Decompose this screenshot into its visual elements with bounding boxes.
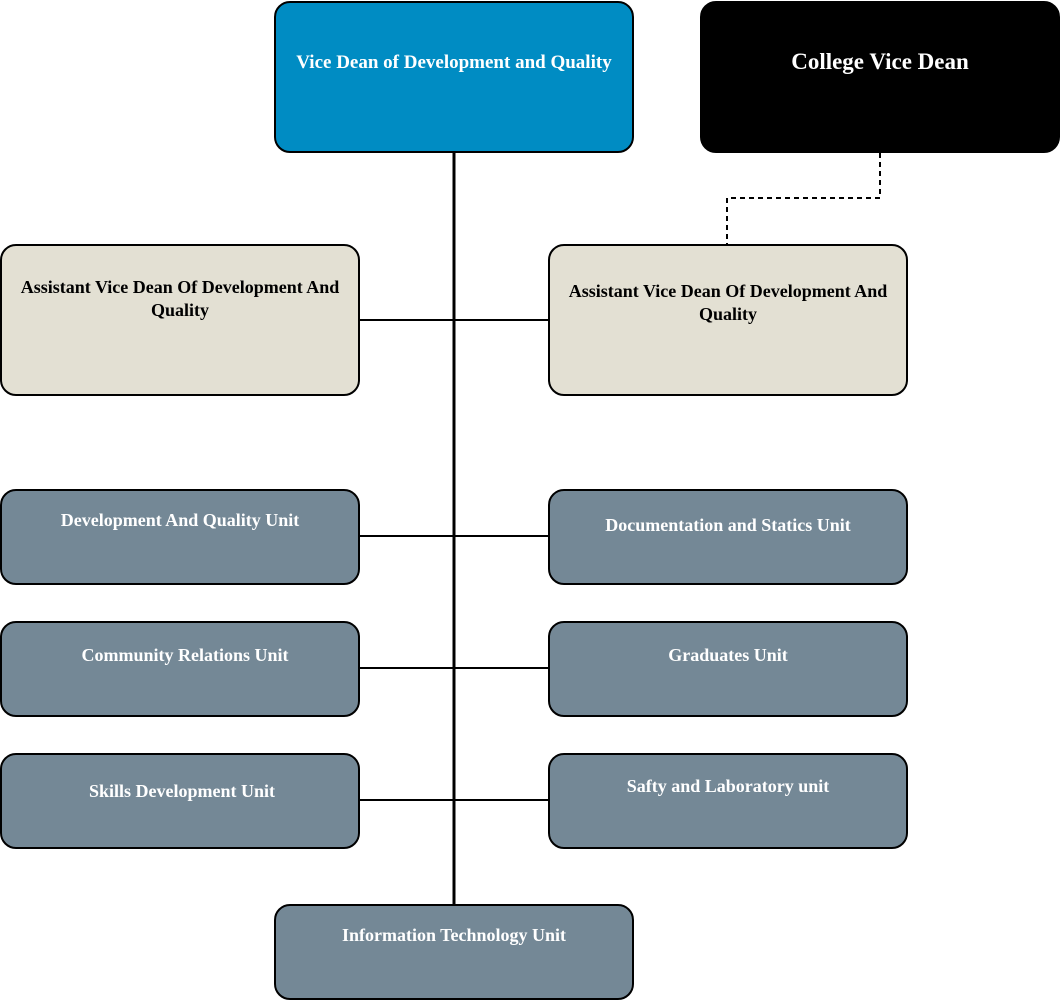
assistant-vice-dean-title: Assistant Vice Dean Of Development And Q…: [20, 277, 340, 321]
dotted-reporting-connector: [726, 153, 881, 244]
skills-development-unit-box: Skills Development Unit: [0, 753, 360, 849]
unit-title: Documentation and Statics Unit: [605, 515, 851, 535]
unit-title: Skills Development Unit: [88, 781, 275, 801]
unit-title: Community Relations Unit: [81, 645, 289, 665]
information-technology-unit-box: Information Technology Unit: [274, 904, 634, 1000]
community-relations-unit-box: Community Relations Unit: [0, 621, 360, 717]
documentation-statics-unit-box: Documentation and Statics Unit: [548, 489, 908, 585]
unit-title: Development And Quality Unit: [60, 510, 300, 530]
college-vice-dean-box: College Vice Dean: [700, 1, 1060, 153]
unit-title: Information Technology Unit: [341, 925, 567, 945]
college-vice-dean-title: College Vice Dean: [791, 49, 969, 74]
vice-dean-box: Vice Dean of Development and Quality: [274, 1, 634, 153]
unit-title: Safty and Laboratory unit: [626, 776, 830, 796]
unit-title: Graduates Unit: [668, 645, 788, 665]
vice-dean-title: Vice Dean of Development and Quality: [296, 52, 612, 73]
graduates-unit-box: Graduates Unit: [548, 621, 908, 717]
development-quality-unit-box: Development And Quality Unit: [0, 489, 360, 585]
safety-laboratory-unit-box: Safty and Laboratory unit: [548, 753, 908, 849]
assistant-vice-dean-title: Assistant Vice Dean Of Development And Q…: [568, 281, 888, 325]
assistant-vice-dean-box-right: Assistant Vice Dean Of Development And Q…: [548, 244, 908, 396]
assistant-vice-dean-box-left: Assistant Vice Dean Of Development And Q…: [0, 244, 360, 396]
